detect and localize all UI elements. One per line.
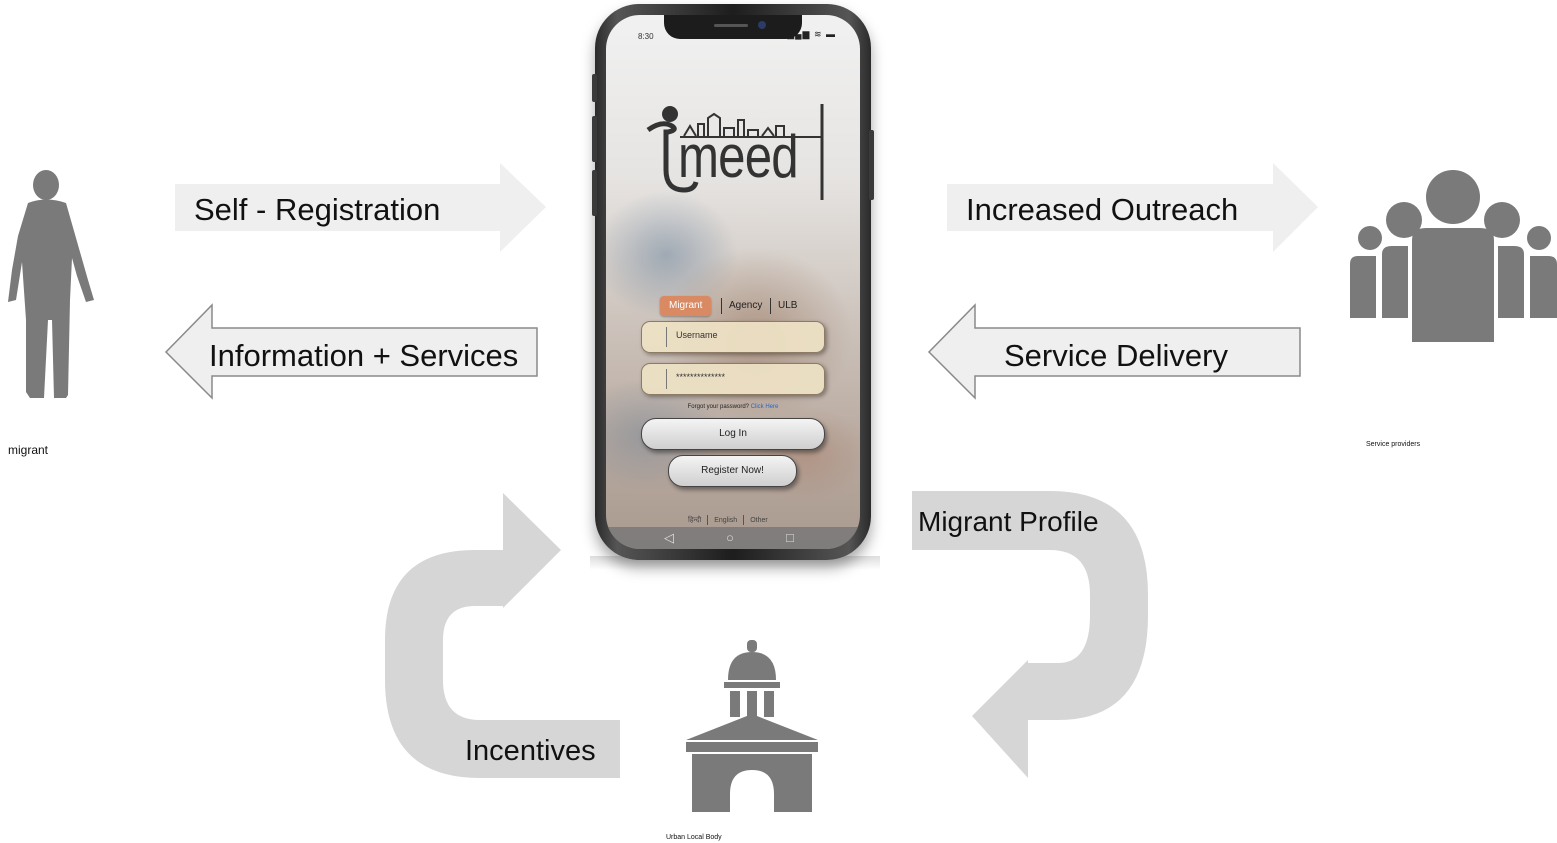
forgot-password-prompt: Forgot your password?: [687, 404, 750, 410]
increased-outreach-arrow: [947, 163, 1318, 252]
urban-local-body-caption: Urban Local Body: [666, 834, 722, 841]
incentives-arrow: [385, 493, 620, 778]
language-divider: [707, 515, 709, 525]
field-divider: [666, 369, 667, 389]
recents-icon[interactable]: □: [786, 530, 794, 545]
information-services-label: Information + Services: [209, 338, 519, 373]
field-divider: [666, 327, 667, 347]
front-camera: [758, 21, 766, 29]
android-nav-bar: ◁ ○ □: [606, 527, 860, 549]
app-login-screen: 8:30 ▂▄▆ ≋ ▬ meed Migrant Agency ULB Use…: [606, 15, 860, 549]
phone-volume-up-button: [592, 116, 597, 162]
language-divider: [743, 515, 745, 525]
phone-mockup: 8:30 ▂▄▆ ≋ ▬ meed Migrant Agency ULB Use…: [592, 4, 874, 560]
self-registration-arrow: [175, 163, 546, 252]
service-delivery-label: Service Delivery: [1004, 338, 1228, 373]
tab-ulb[interactable]: ULB: [778, 300, 798, 311]
language-english[interactable]: English: [714, 516, 738, 524]
password-field[interactable]: **************: [641, 363, 825, 395]
back-icon[interactable]: ◁: [664, 530, 674, 545]
login-button[interactable]: Log In: [641, 418, 825, 450]
tab-divider: [721, 298, 722, 314]
language-selector: हिन्दी English Other: [682, 515, 774, 525]
tab-migrant[interactable]: Migrant: [660, 296, 712, 316]
phone-power-button: [869, 130, 874, 200]
username-placeholder: Username: [676, 330, 718, 340]
password-value: **************: [676, 372, 726, 382]
umeed-logo: [646, 104, 824, 200]
phone-volume-down-button: [592, 170, 597, 216]
home-icon[interactable]: ○: [726, 530, 734, 545]
tab-divider: [770, 298, 771, 314]
phone-side-button: [592, 74, 597, 102]
language-other[interactable]: Other: [750, 516, 768, 524]
phone-notch: [664, 15, 802, 39]
self-registration-label: Self - Registration: [194, 192, 441, 227]
increased-outreach-label: Increased Outreach: [966, 192, 1239, 227]
language-hindi[interactable]: हिन्दी: [688, 516, 702, 524]
register-now-button[interactable]: Register Now!: [668, 455, 797, 487]
forgot-password-link[interactable]: Click Here: [750, 404, 779, 410]
status-icons: ▂▄▆ ≋ ▬: [787, 29, 836, 39]
migrant-profile-label: Migrant Profile: [918, 506, 1099, 537]
status-time: 8:30: [638, 32, 654, 41]
username-field[interactable]: Username: [641, 321, 825, 353]
incentives-label: Incentives: [465, 735, 596, 767]
tab-agency[interactable]: Agency: [729, 300, 763, 311]
speaker-grille: [714, 24, 748, 27]
logo-wordmark: meed: [678, 123, 799, 190]
migrant-person-icon: [8, 170, 94, 398]
service-providers-caption: Service providers: [1366, 441, 1421, 448]
information-services-arrow: [164, 303, 538, 400]
login-type-tabs: Migrant Agency ULB: [660, 296, 810, 318]
forgot-password-text: Forgot your password? Click Here: [606, 404, 860, 410]
migrant-profile-arrow: [912, 491, 1148, 778]
service-delivery-arrow: [927, 303, 1301, 400]
migrant-caption: migrant: [8, 443, 49, 457]
urban-local-body-building-icon: [686, 640, 818, 812]
service-providers-icon: [1350, 170, 1557, 342]
